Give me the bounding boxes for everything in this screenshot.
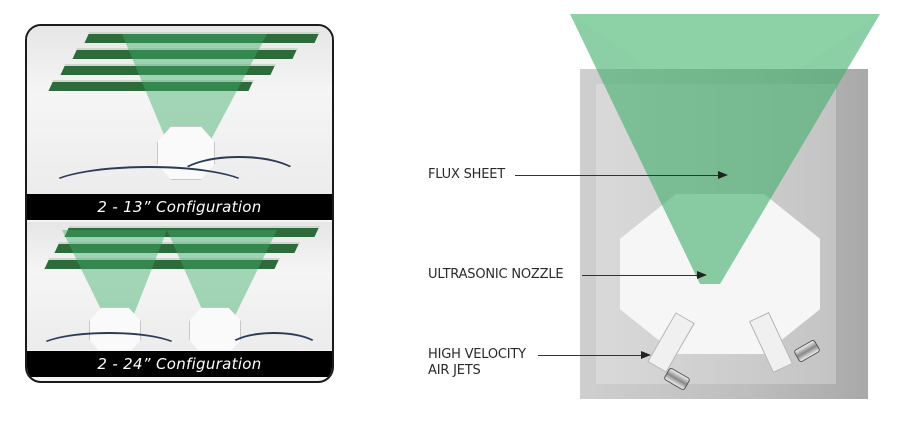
air-hose xyxy=(227,332,321,350)
caption-13-inch: 2 - 13” Configuration xyxy=(27,194,332,220)
config-13-inch-illustration xyxy=(27,26,332,194)
air-hose xyxy=(37,332,181,350)
caption-24-inch: 2 - 24” Configuration xyxy=(27,351,332,377)
arrow-air-jets-icon xyxy=(641,351,651,359)
air-hose xyxy=(177,156,301,194)
leader-line-flux-sheet xyxy=(515,175,723,176)
label-flux-sheet: FLUX SHEET xyxy=(428,167,506,182)
arrow-flux-sheet-icon xyxy=(718,171,728,179)
arrow-ultrasonic-nozzle-icon xyxy=(697,271,707,279)
flux-sheet-spray xyxy=(570,14,880,284)
configuration-panel: 2 - 13” Configuration 2 - 24” Configurat… xyxy=(25,24,334,383)
leader-line-ultrasonic-nozzle xyxy=(582,275,702,276)
label-air-jets-line2: AIR JETS xyxy=(428,363,481,378)
leader-line-air-jets xyxy=(538,355,646,356)
flux-spray-cones xyxy=(62,230,277,332)
air-hose xyxy=(47,166,251,194)
label-ultrasonic-nozzle: ULTRASONIC NOZZLE xyxy=(428,267,564,282)
config-24-inch-illustration xyxy=(27,222,332,350)
label-air-jets-line1: HIGH VELOCITY xyxy=(428,347,526,362)
nozzle-diagram xyxy=(570,14,880,404)
flux-spray-cone xyxy=(122,34,267,166)
